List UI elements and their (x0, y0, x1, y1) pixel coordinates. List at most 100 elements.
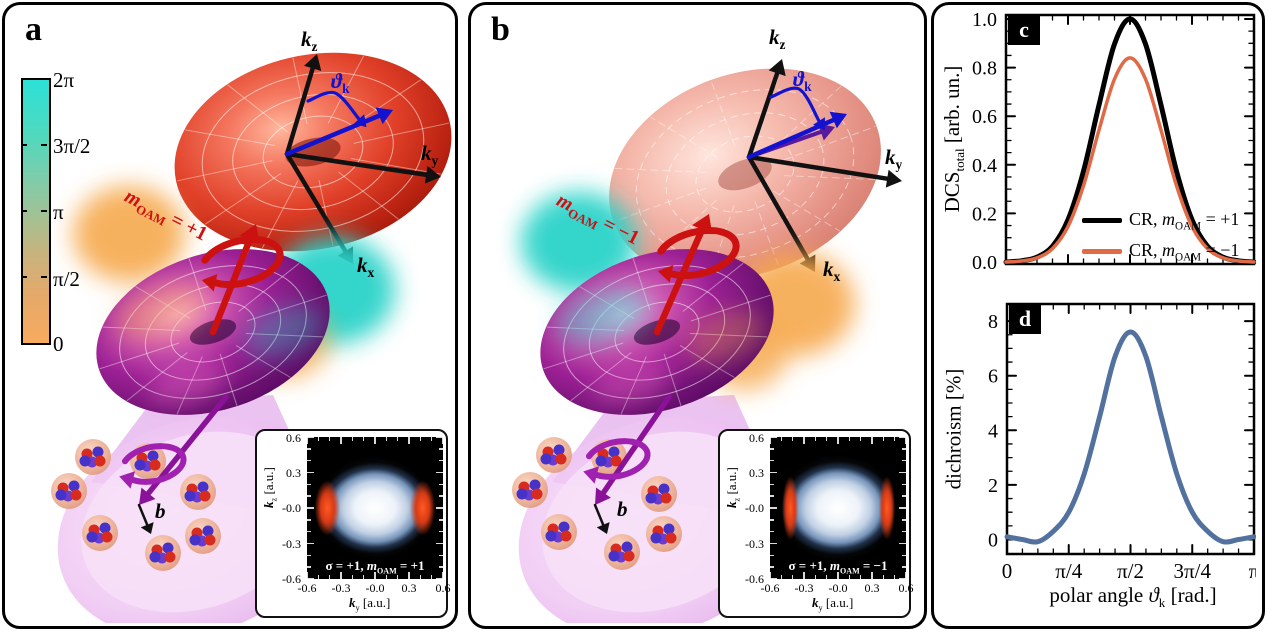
inset-ytick: -0.6 (282, 572, 301, 586)
kz-axis-label: kz (301, 27, 318, 55)
heatmap-tick (899, 437, 906, 438)
heatmap-tick (439, 554, 443, 557)
heatmap-tick (439, 459, 443, 462)
inset-xtick: -0.6 (760, 581, 780, 595)
heatmap-tick (848, 575, 851, 579)
svg-text:0: 0 (1002, 559, 1013, 583)
panel-label-b: b (491, 11, 510, 48)
heatmap-tick (351, 575, 354, 579)
heatmap-tick (791, 575, 794, 579)
heatmap-tick (307, 495, 311, 497)
inset-xtick: -0.3 (794, 581, 814, 595)
heatmap-tick (436, 578, 443, 579)
heatmap-tick (814, 437, 817, 441)
svg-text:0.8: 0.8 (972, 58, 997, 80)
svg-text:8: 8 (988, 311, 998, 333)
heatmap-tick (814, 575, 817, 579)
heatmap-tick (307, 437, 308, 444)
heatmap-tick (307, 566, 311, 568)
heatmap-tick (770, 566, 774, 568)
panel-label-a: a (25, 11, 42, 48)
impact-parameter-label: b (617, 497, 628, 521)
heatmap-tick (770, 483, 774, 486)
momentum-heatmap-b: σ = +1, mOAM = −1 (770, 437, 906, 579)
svg-text:0.2: 0.2 (972, 203, 997, 225)
ky-axis-label: ky (421, 141, 439, 169)
heatmap-tick (307, 542, 314, 545)
heatmap-tick (905, 572, 906, 579)
heatmap-tick (307, 471, 314, 474)
colorbar-tick: 3π/2 (53, 134, 91, 158)
heatmap-tick (340, 437, 342, 444)
svg-text:0.0: 0.0 (972, 252, 997, 274)
heatmap-tick (837, 572, 839, 579)
chart-c-legend: CR, mOAM = +1 CR, mOAM = −1 (1082, 209, 1239, 263)
heatmap-tick (770, 437, 771, 444)
colorbar-tick: 0 (53, 332, 64, 356)
heatmap-tick (362, 437, 365, 441)
heatmap-tick (902, 483, 906, 486)
heatmap-tick (307, 572, 308, 579)
legend-swatch (1082, 218, 1122, 224)
heatmap-tick (893, 575, 896, 579)
inset-ylabel: kz [a.u.] (724, 467, 742, 508)
heatmap-tick (882, 575, 885, 579)
heatmap-tick (770, 437, 777, 438)
heatmap-tick (882, 437, 885, 441)
inset-ytick: 0.6 (749, 431, 764, 445)
panel-label-d: d (1009, 304, 1041, 334)
heatmap-tick (780, 437, 783, 441)
svg-text:π/2: π/2 (1117, 559, 1144, 583)
heatmap-tick (307, 530, 311, 533)
inset-xtick: 0.6 (898, 581, 914, 595)
inset-xtick: 0.3 (864, 581, 880, 595)
colorbar-tickmark (21, 210, 27, 212)
heatmap-tick (770, 578, 777, 579)
heatmap-tick (439, 495, 443, 497)
heatmap-tick (307, 448, 311, 450)
inset-ytick: -0.3 (745, 537, 764, 551)
colorbar-tickmark (21, 276, 27, 278)
heatmap-annotation: σ = +1, mOAM = −1 (788, 558, 888, 576)
heatmap-tick (396, 575, 399, 579)
inset-xtick: 0.6 (435, 581, 451, 595)
heatmap-tick (408, 437, 410, 444)
heatmap-tick (780, 575, 783, 579)
legend-swatch (1082, 248, 1122, 254)
heatmap-tick (770, 530, 774, 533)
heatmap-tick (859, 575, 862, 579)
heatmap-tick (439, 519, 443, 521)
heatmap-tick (396, 437, 399, 441)
heatmap-tick (893, 437, 896, 441)
inset-ytick: -0.0 (282, 501, 301, 515)
inset-ytick: 0.3 (749, 466, 764, 480)
inset-xtick: -0.0 (828, 581, 848, 595)
heatmap-tick (436, 542, 443, 545)
svg-text:4: 4 (988, 420, 998, 442)
heatmap-tick (328, 575, 331, 579)
inset-ytick: 0.6 (286, 431, 301, 445)
heatmap-tick (791, 437, 794, 441)
theta-k-label: ϑk (331, 69, 350, 97)
heatmap-tick (803, 572, 805, 579)
heatmap-tick (442, 572, 443, 579)
heatmap-tick (408, 572, 410, 579)
heatmap-tick (307, 459, 311, 462)
heatmap-tick (905, 437, 906, 444)
panel-b: b kz ϑk ky kx mOAM = −1 b σ = +1, mOAM =… (468, 2, 927, 629)
heatmap-tick (899, 471, 906, 474)
kz-axis-label: kz (769, 25, 786, 53)
svg-text:1.0: 1.0 (972, 9, 997, 31)
heatmap-tick (419, 437, 422, 441)
svg-text:0.6: 0.6 (972, 106, 997, 128)
colorbar-tickmark (41, 144, 47, 146)
legend-item: CR, mOAM = +1 (1082, 209, 1239, 233)
heatmap-tick (317, 575, 320, 579)
heatmap-tick (317, 437, 320, 441)
heatmap-tick (770, 471, 777, 474)
inset-xtick: -0.3 (331, 581, 351, 595)
inset-ytick: -0.3 (282, 537, 301, 551)
inset-momentum-map-b: σ = +1, mOAM = −1 0.6 0.3 -0.0 -0.3 -0.6… (718, 429, 914, 618)
